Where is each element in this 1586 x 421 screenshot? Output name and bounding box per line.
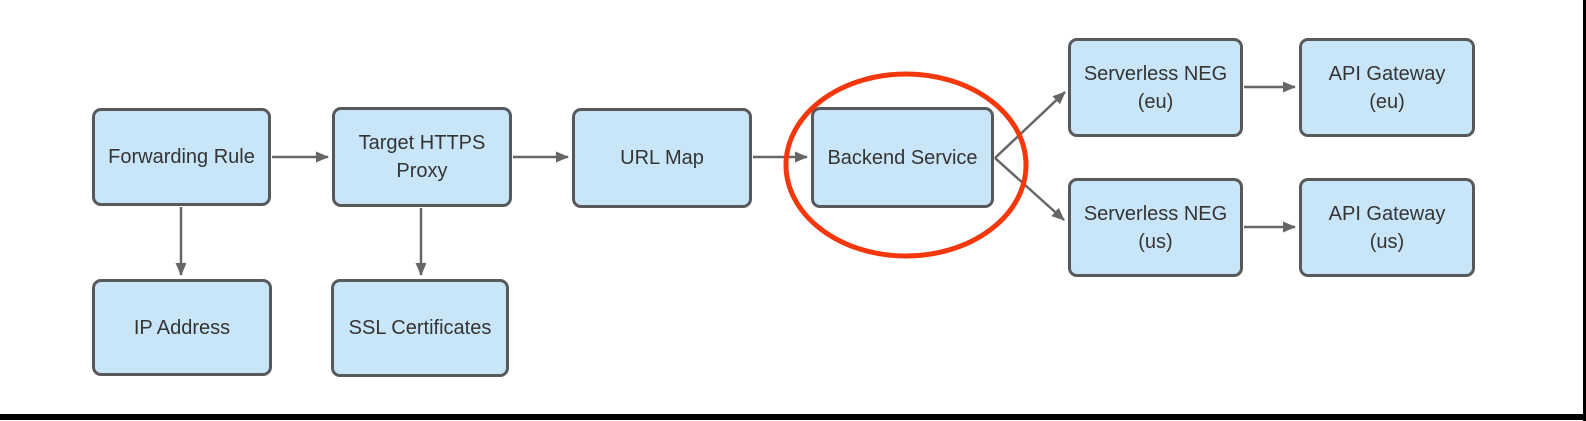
node-api-gateway-eu: API Gateway (eu) <box>1299 38 1475 137</box>
node-backend-service-label: Backend Service <box>827 146 978 169</box>
node-api-gateway-us-label: API Gateway (us) <box>1328 202 1446 253</box>
node-backend-service: Backend Service <box>811 107 994 208</box>
node-api-gateway-us: API Gateway (us) <box>1299 178 1475 277</box>
node-url-map: URL Map <box>572 108 752 208</box>
edge-backend-service-to-serverless-neg-eu <box>994 91 1066 159</box>
node-serverless-neg-eu: Serverless NEG (eu) <box>1068 38 1243 137</box>
window-bottom-edge <box>0 414 1586 420</box>
node-target-https-proxy: Target HTTPS Proxy <box>332 107 512 207</box>
node-ip-address: IP Address <box>92 279 272 376</box>
window-right-edge <box>1583 0 1586 421</box>
node-ip-address-label: IP Address <box>133 316 231 339</box>
node-ssl-certificates-label: SSL Certificates <box>348 317 492 339</box>
node-forwarding-rule: Forwarding Rule <box>92 108 271 206</box>
edge-backend-service-to-serverless-neg-us <box>994 157 1065 221</box>
node-serverless-neg-us: Serverless NEG (us) <box>1068 178 1243 277</box>
node-api-gateway-eu-label: API Gateway (eu) <box>1328 62 1446 113</box>
node-serverless-neg-eu-label: Serverless NEG (eu) <box>1083 62 1228 113</box>
node-target-https-proxy-label: Target HTTPS Proxy <box>358 132 486 182</box>
node-ssl-certificates: SSL Certificates <box>331 279 509 377</box>
node-serverless-neg-us-label: Serverless NEG (us) <box>1083 202 1228 253</box>
node-url-map-label: URL Map <box>620 147 704 169</box>
node-forwarding-rule-label: Forwarding Rule <box>108 146 255 168</box>
